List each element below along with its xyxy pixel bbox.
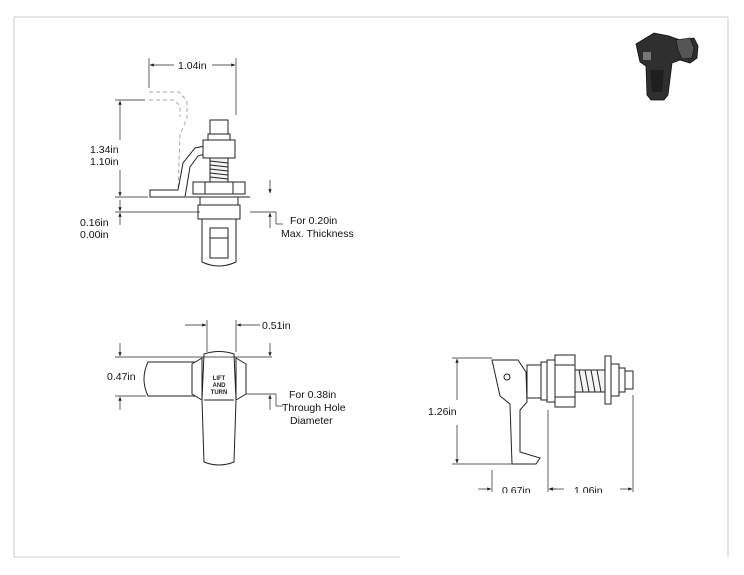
view1-grip-max: 0.16in — [80, 217, 109, 229]
view1-height-max: 1.34in — [90, 144, 119, 156]
latch-side-view — [149, 91, 250, 267]
handle-stamp-and: AND — [213, 383, 227, 389]
view1-height-min: 1.10in — [90, 156, 119, 168]
latch-isometric-thumbnail — [635, 32, 699, 101]
view3-height-dimension: 1.26in — [428, 406, 457, 418]
handle-stamp-turn: TURN — [211, 390, 228, 396]
view3-right-dimension: 1.06in — [574, 485, 603, 497]
view1-grip-min: 0.00in — [80, 229, 109, 241]
view1-thickness-note-line1: For 0.20in — [290, 215, 337, 227]
view1-width-dimension: 1.04in — [178, 60, 207, 72]
view2-height-dimension: 0.47in — [107, 371, 136, 383]
view1-thickness-note-line2: Max. Thickness — [281, 228, 354, 240]
view2-hole-note-line1: For 0.38in — [289, 389, 336, 401]
latch-front-view — [143, 351, 247, 466]
handle-stamp-lift: LIFT — [213, 376, 226, 382]
view2-offset-dimension: 0.51in — [262, 320, 291, 332]
view1-dimensions — [115, 58, 283, 228]
view3-left-dimension: 0.67in — [502, 485, 531, 497]
view3-dimensions — [452, 357, 634, 492]
view3-bottom-labels: 0.67in 1.06in — [502, 485, 603, 497]
latch-handle-side-view — [491, 354, 634, 465]
view2-hole-note-line2: Through Hole — [282, 402, 346, 414]
view2-dimensions — [115, 320, 283, 410]
sheet-border — [13, 16, 729, 558]
view2-hole-note-line3: Diameter — [290, 415, 333, 427]
